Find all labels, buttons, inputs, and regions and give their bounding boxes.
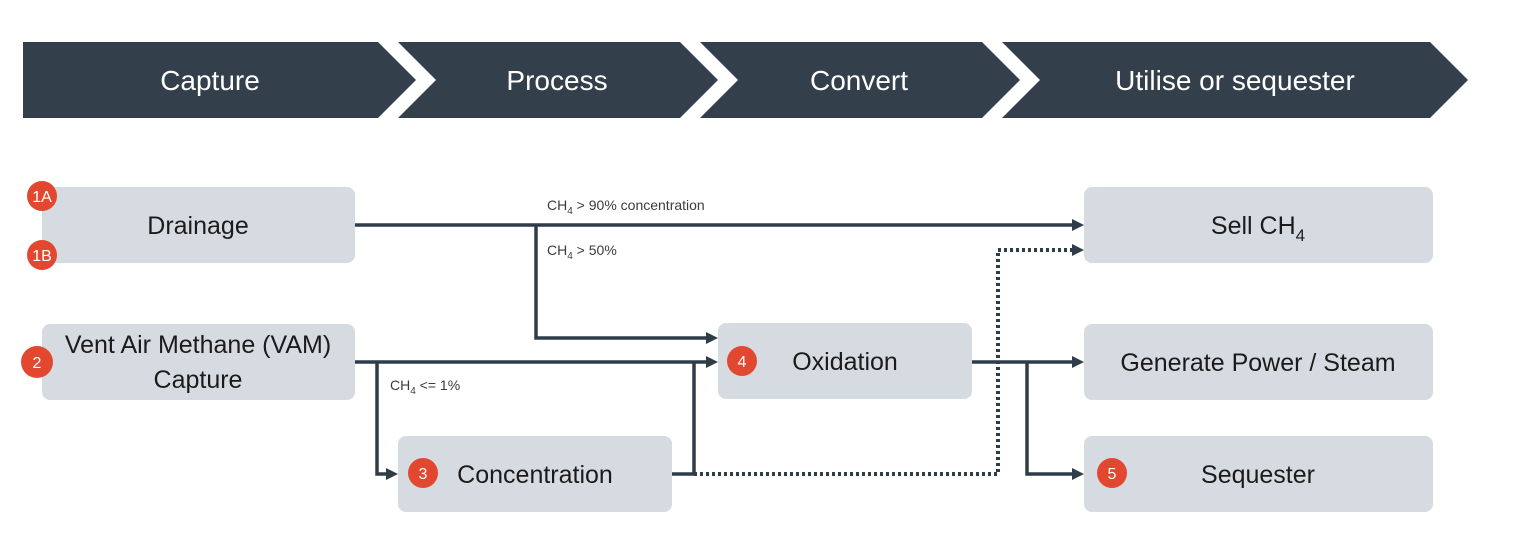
node-concentration: Concentration (398, 436, 672, 512)
connector-vam-concentration (375, 362, 386, 476)
stage-capture (23, 42, 416, 118)
connectors (355, 219, 1084, 480)
connector-drainage-oxidation (534, 225, 706, 340)
badge-2: 2 (21, 346, 53, 378)
node-concentration-label: Concentration (457, 461, 613, 489)
badge-5: 5 (1097, 458, 1127, 488)
connector-concentration-oxidation (672, 362, 696, 476)
edge-label-low: CH4 <= 1% (390, 377, 460, 397)
arrowhead-oxidation-top (706, 332, 718, 344)
arrowhead-sell (1072, 219, 1084, 231)
node-oxidation-label: Oxidation (792, 348, 898, 376)
badge-3: 3 (408, 458, 438, 488)
stage-banner: Capture Process Convert Utilise or seque… (23, 42, 1468, 118)
arrowhead-oxidation-mid (706, 356, 718, 368)
arrowhead-sequester (1072, 468, 1084, 480)
node-power-label: Generate Power / Steam (1120, 349, 1395, 377)
node-power: Generate Power / Steam (1084, 324, 1433, 400)
svg-text:1A: 1A (32, 189, 52, 206)
connector-oxidation-sequester (1025, 362, 1072, 476)
node-sequester: Sequester (1084, 436, 1433, 512)
edge-label-mid: CH4 > 50% (547, 242, 617, 262)
node-sequester-label: Sequester (1201, 461, 1315, 489)
svg-text:1B: 1B (32, 248, 52, 265)
node-drainage-label: Drainage (147, 212, 248, 240)
svg-text:4: 4 (738, 354, 747, 371)
node-sell-label: Sell CH4 (1211, 212, 1305, 245)
arrowhead-power (1072, 356, 1084, 368)
svg-text:2: 2 (33, 355, 42, 372)
svg-text:5: 5 (1108, 466, 1117, 483)
stage-convert (700, 42, 1020, 118)
node-oxidation: Oxidation (718, 323, 972, 399)
edge-label-high: CH4 > 90% concentration (547, 197, 705, 217)
node-sell: Sell CH4 (1084, 187, 1433, 263)
badge-1a: 1A (27, 181, 57, 211)
stage-convert-label: Convert (810, 65, 908, 96)
stage-process-label: Process (506, 65, 607, 96)
badge-4: 4 (727, 346, 757, 376)
stage-process (398, 42, 718, 118)
svg-text:3: 3 (419, 466, 428, 483)
stage-capture-label: Capture (160, 65, 260, 96)
node-drainage: Drainage (42, 187, 355, 263)
stage-utilise-label: Utilise or sequester (1115, 65, 1355, 96)
node-vam-label-line2: Capture (154, 366, 243, 394)
badge-1b: 1B (27, 240, 57, 270)
arrowhead-concentration (386, 468, 398, 480)
node-vam-label-line1: Vent Air Methane (VAM) (65, 331, 331, 359)
stage-utilise (1002, 42, 1468, 118)
arrowhead-sell-dotted (1072, 244, 1084, 256)
node-vam: Vent Air Methane (VAM) Capture (42, 324, 355, 400)
